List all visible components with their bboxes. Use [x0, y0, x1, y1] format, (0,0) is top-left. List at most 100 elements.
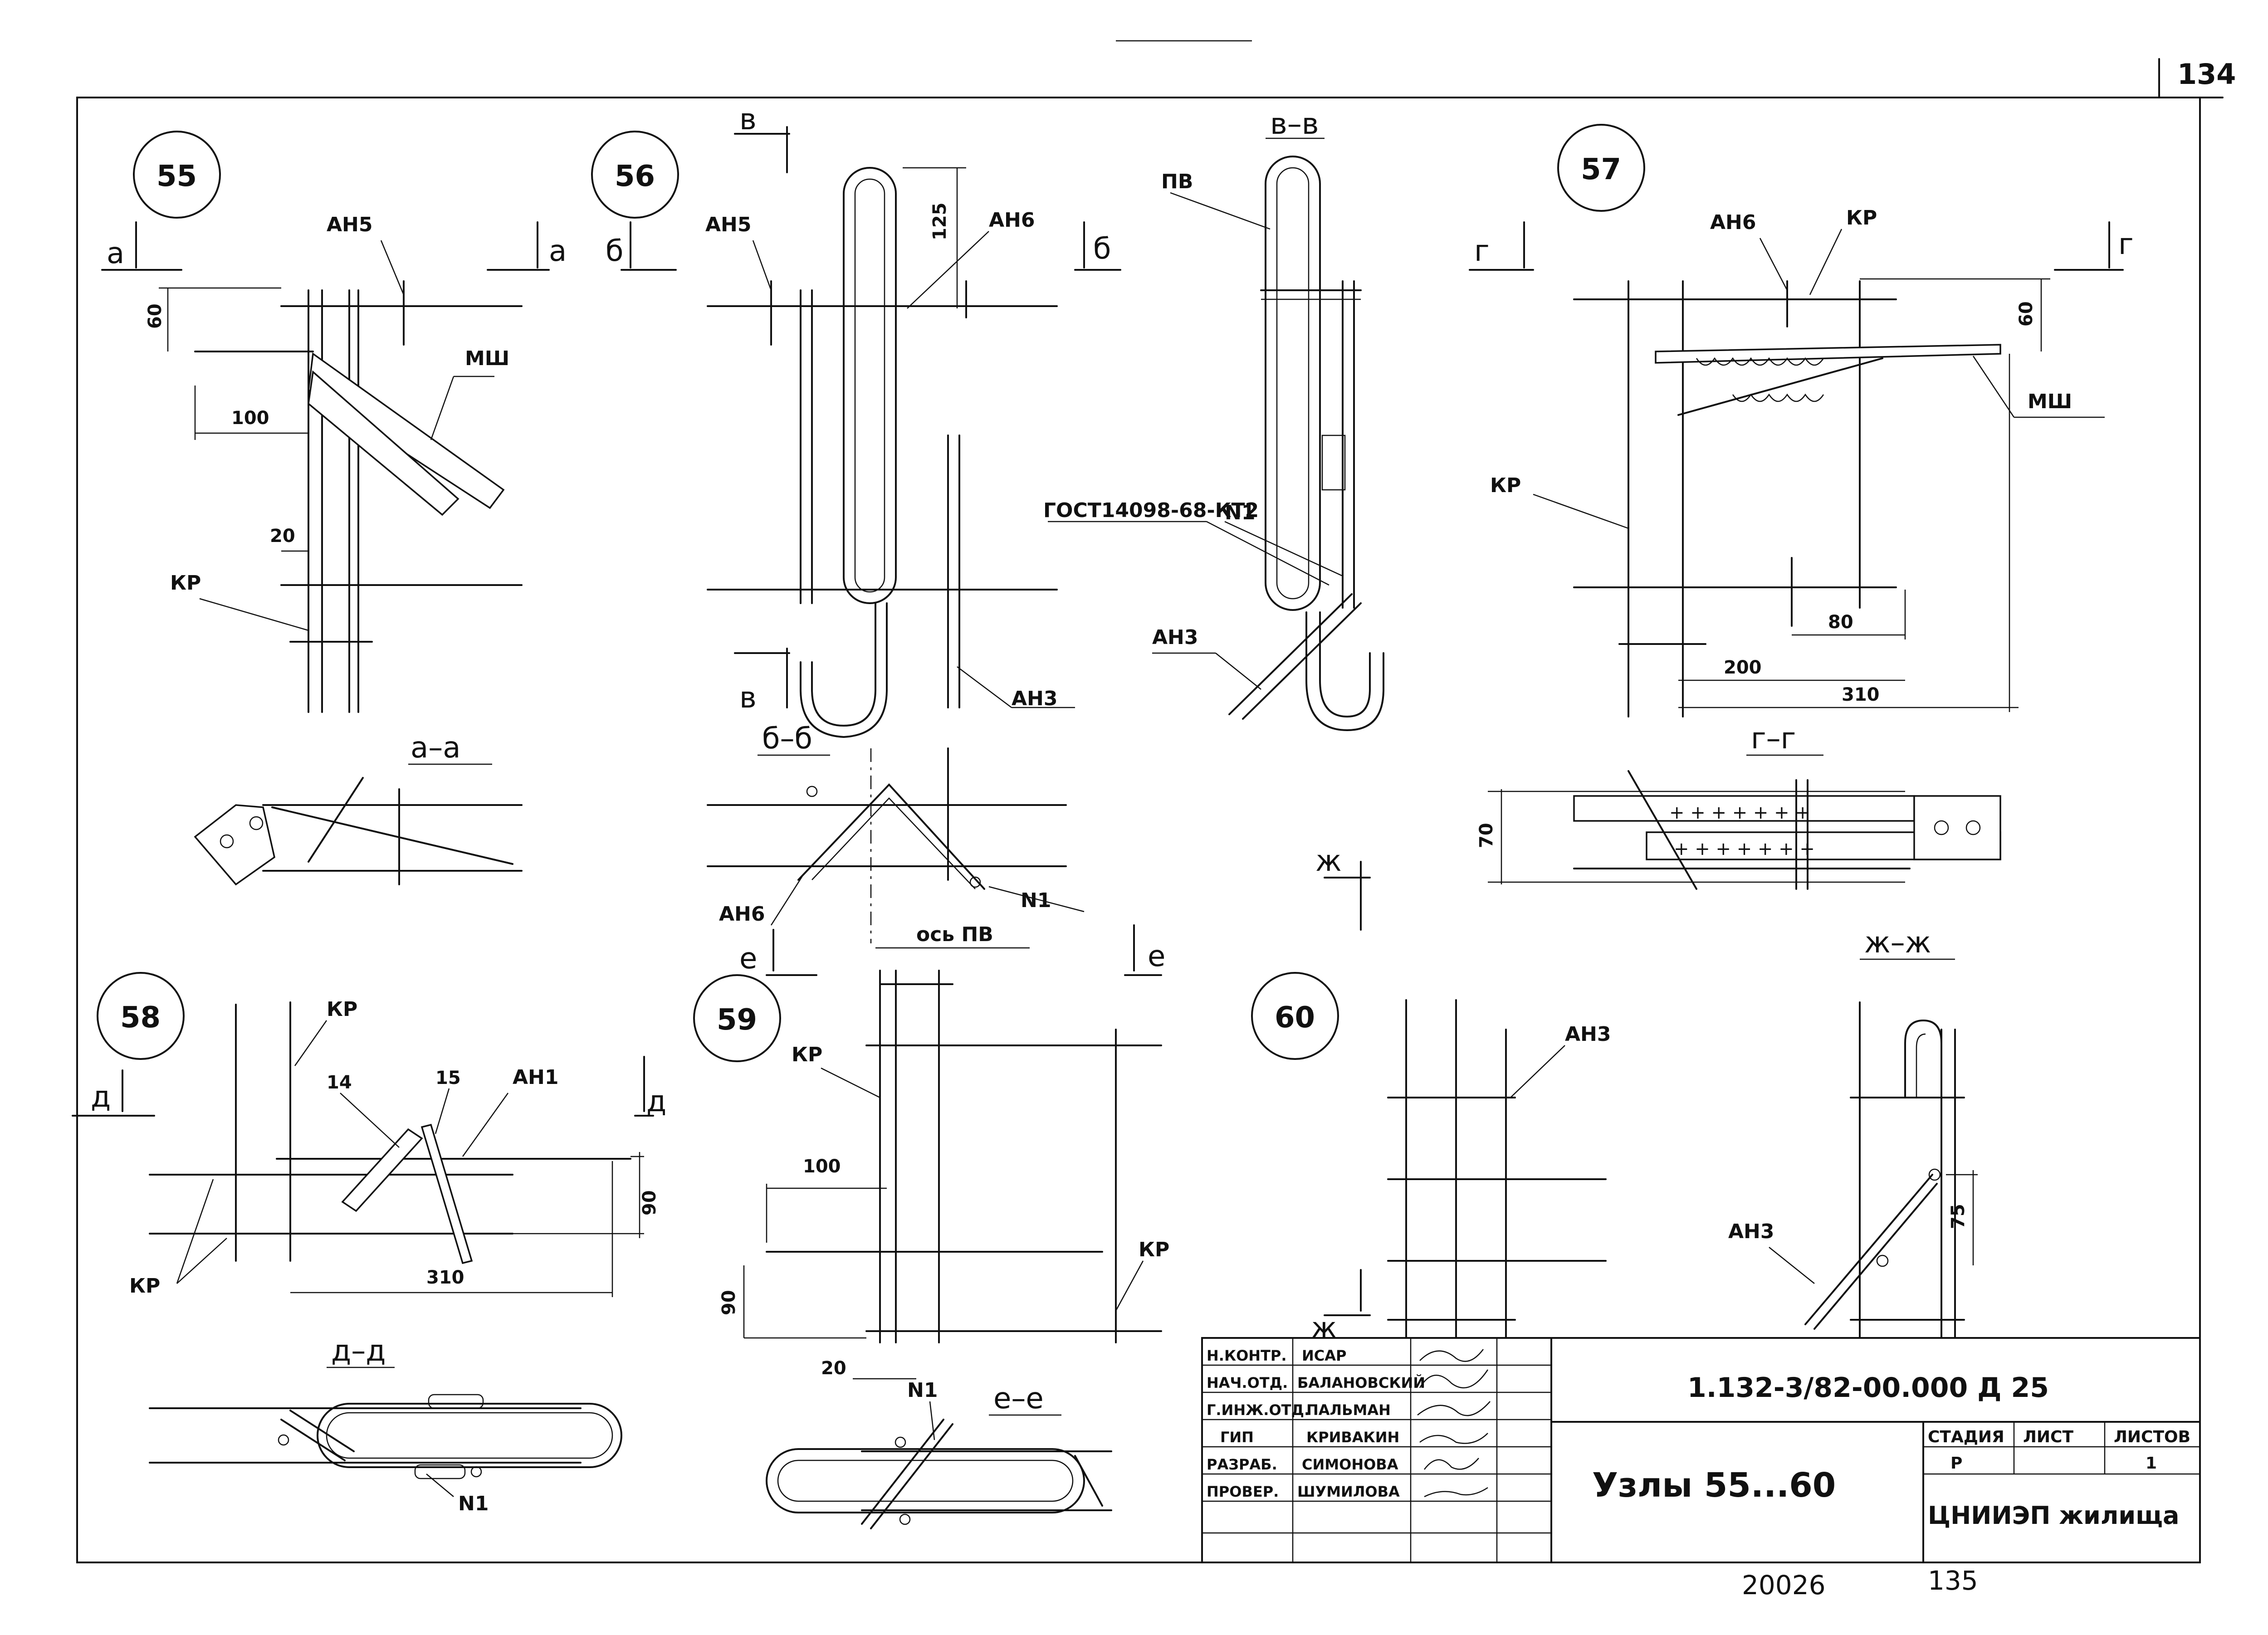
dim-60-55: 60 — [145, 303, 166, 329]
dim-75-60: 75 — [1948, 1204, 1969, 1229]
label-an3-60: АН3 — [1565, 1023, 1611, 1046]
dim-125-56: 125 — [929, 203, 950, 241]
section-mark-v-bottom: в — [739, 681, 757, 715]
label-an6-57: АН6 — [1710, 211, 1756, 234]
tb-name-4: СИМОНОВА — [1302, 1456, 1398, 1473]
title-block: Н.КОНТР. ИСАР НАЧ.ОТД. БАЛАНОВСКИЙ Г.ИНЖ… — [1201, 1337, 2201, 1563]
node-59: 59 КР КР 100 90 20 е–е N1 — [693, 970, 1169, 1529]
section-mark-a-right: а — [549, 234, 567, 268]
corner-sheet-number: 134 — [2177, 58, 2236, 91]
label-kr-58-top: КР — [327, 998, 357, 1021]
section-mark-b-left: б — [606, 234, 623, 268]
section-e-e-title: е–е — [993, 1382, 1044, 1415]
label-an3-zhzh: АН3 — [1728, 1220, 1774, 1243]
section-mark-v-top: в — [739, 103, 757, 137]
node-60-number: 60 — [1275, 1001, 1315, 1035]
label-an6-bb: АН6 — [719, 903, 765, 926]
label-n1-dd: N1 — [458, 1492, 489, 1515]
dim-200-57: 200 — [1724, 657, 1762, 678]
label-msh-55: МШ — [465, 347, 509, 370]
label-kr-58: КР — [129, 1274, 160, 1298]
label-kr-59: КР — [792, 1043, 822, 1066]
dim-60-57: 60 — [2016, 301, 2037, 327]
node-57-number: 57 — [1581, 153, 1621, 186]
tb-role-4: РАЗРАБ. — [1207, 1456, 1277, 1473]
label-an3-vv: АН3 — [1152, 626, 1198, 649]
label-an1: АН1 — [513, 1066, 559, 1089]
tb-org: ЦНИИЭП жилища — [1928, 1501, 2179, 1530]
dim-100-59: 100 — [803, 1156, 841, 1177]
label-an6-56: АН6 — [989, 209, 1035, 232]
label-n1-bb: N1 — [1021, 889, 1051, 912]
section-v-v-title: в–в — [1270, 107, 1319, 141]
label-gost: ГОСТ14098-68-КТ2 — [1043, 499, 1259, 522]
label-14: 14 — [327, 1072, 352, 1093]
bottom-number-right: 135 — [1928, 1565, 1978, 1596]
section-b-b-title: б–б — [762, 722, 812, 756]
label-an5-56: АН5 — [705, 213, 752, 236]
dim-80-57: 80 — [1828, 612, 1853, 633]
section-g-g-title: г–г — [1751, 722, 1796, 756]
section-mark-e-right: е — [1148, 940, 1165, 973]
tb-sheets: 1 — [2146, 1454, 2157, 1473]
node-55-number: 55 — [156, 160, 197, 193]
tb-role-3: ГИП — [1220, 1429, 1254, 1446]
node-57: 57 г г АН6 КР МШ КР 60 80 200 — [1469, 124, 2134, 890]
signatures — [1417, 1349, 1491, 1498]
section-a-a-title: а–а — [411, 731, 460, 765]
node-60: 60 АН3 ж ж–ж 75 АН3 — [1251, 926, 1978, 1345]
tb-name-0: ИСАР — [1302, 1347, 1346, 1364]
node-58: 58 д д КР 14 15 АН1 КР 90 310 д–д — [72, 972, 666, 1515]
dim-310-57: 310 — [1842, 684, 1880, 705]
tb-title: Узлы 55...60 — [1592, 1466, 1836, 1505]
dim-20-55: 20 — [270, 526, 295, 547]
tb-role-0: Н.КОНТР. — [1207, 1347, 1287, 1364]
section-zh-zh-title: ж–ж — [1864, 926, 1931, 960]
label-n1-vv: N1 — [1225, 501, 1255, 524]
tb-code: 1.132-3/82-00.000 Д 25 — [1687, 1372, 2049, 1404]
tb-role-1: НАЧ.ОТД. — [1207, 1374, 1288, 1391]
section-mark-a-left: а — [107, 237, 124, 270]
label-n1-ee: N1 — [907, 1379, 938, 1402]
section-v-v: в–в ПВ ГОСТ14098-68-КТ2 N1 АН3 ж — [1043, 107, 1384, 931]
dim-310-58: 310 — [426, 1267, 464, 1288]
dim-90-59: 90 — [719, 1290, 739, 1315]
node-56: 56 б б в АН5 АН6 125 АН3 в — [591, 103, 1165, 976]
dim-100-55: 100 — [231, 408, 269, 429]
section-mark-e-left: е — [739, 942, 757, 976]
section-mark-g-right: г — [2118, 228, 2134, 261]
label-an3-56: АН3 — [1012, 687, 1058, 710]
section-d-d-title: д–д — [331, 1334, 386, 1368]
label-kr-57-top: КР — [1846, 206, 1877, 229]
tb-stage-label: СТАДИЯ — [1928, 1428, 2004, 1446]
weld-marks-gg-bottom: + + + + + + + — [1674, 839, 1815, 859]
dim-70-57: 70 — [1476, 823, 1497, 848]
tb-name-2: ПАЛЬМАН — [1306, 1401, 1391, 1419]
section-mark-d-right: д — [646, 1085, 666, 1118]
sheet-frame — [76, 40, 2224, 1563]
label-15: 15 — [435, 1068, 461, 1088]
node-58-number: 58 — [120, 1001, 161, 1035]
tb-role-5: ПРОВЕР. — [1207, 1483, 1279, 1500]
tb-name-5: ШУМИЛОВА — [1297, 1483, 1400, 1500]
label-pv: ПВ — [1161, 170, 1193, 193]
weld-marks-gg-top: + + + + + + + — [1669, 802, 1810, 823]
label-msh-57: МШ — [2028, 390, 2072, 413]
section-mark-zh-top: ж — [1315, 844, 1342, 878]
dim-20-59: 20 — [821, 1358, 846, 1379]
section-mark-d-left: д — [91, 1080, 111, 1114]
tb-name-3: КРИВАКИН — [1306, 1429, 1399, 1446]
dim-90-58: 90 — [639, 1190, 660, 1215]
tb-role-2: Г.ИНЖ.ОТД. — [1207, 1401, 1310, 1419]
node-59-number: 59 — [717, 1003, 757, 1037]
bottom-number-left: 20026 — [1742, 1570, 1826, 1601]
section-mark-zh-bottom: ж — [1311, 1312, 1337, 1345]
tb-name-1: БАЛАНОВСКИЙ — [1297, 1374, 1425, 1391]
tb-stage: Р — [1950, 1454, 1962, 1473]
label-kr-59-right: КР — [1139, 1238, 1169, 1261]
label-axis-pv: ось ПВ — [916, 923, 993, 946]
node-55: 55 а а АН5 МШ КР 60 100 — [101, 131, 567, 886]
tb-sheets-label: ЛИСТОВ — [2114, 1428, 2190, 1446]
section-mark-b-right: б — [1093, 232, 1111, 266]
